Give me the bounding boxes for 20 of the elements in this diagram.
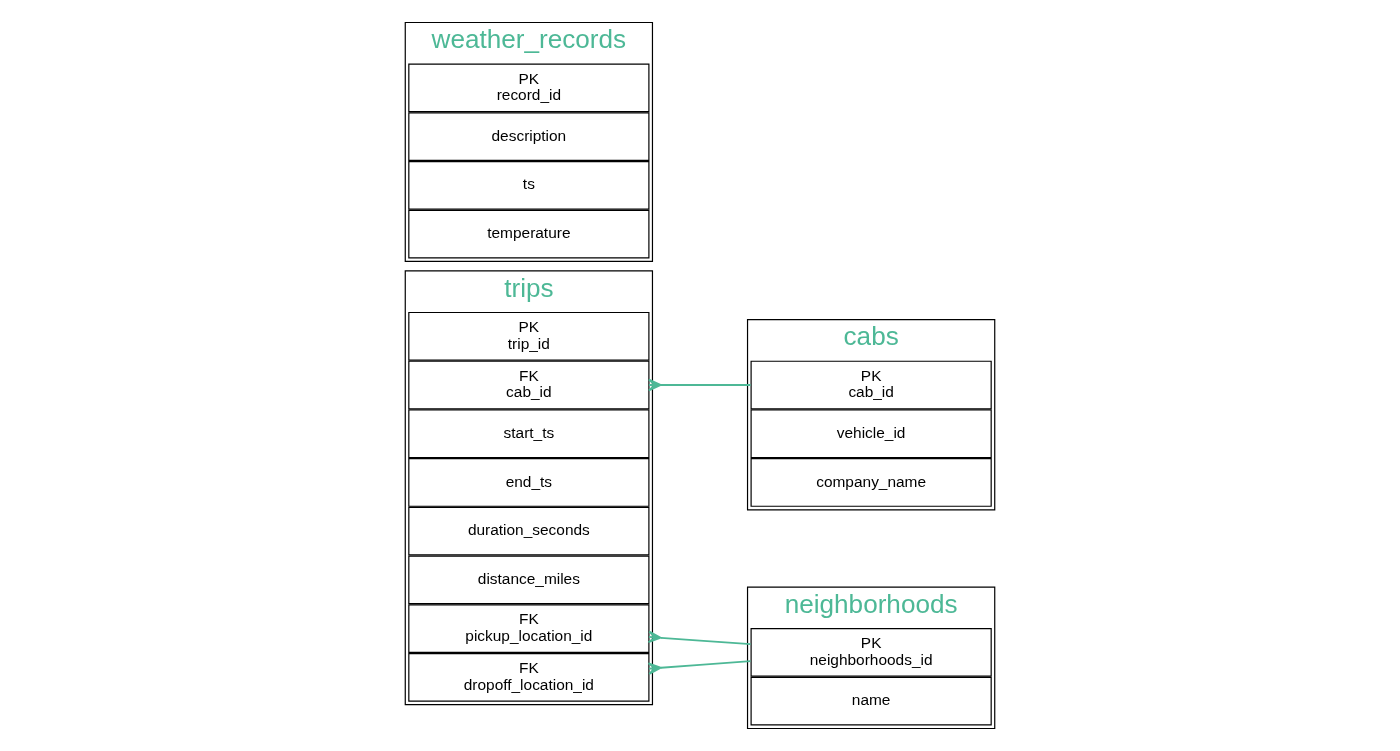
- node-box: description: [408, 112, 650, 161]
- node-box: vehicle_id: [750, 409, 992, 459]
- node-box: PK neighborhoods_id: [750, 628, 992, 677]
- node-box: distance_miles: [408, 555, 650, 605]
- node-box: company_name: [750, 458, 992, 507]
- node-box: temperature: [408, 209, 650, 259]
- node-box: ts: [408, 161, 650, 210]
- node-box: PK record_id: [408, 63, 650, 113]
- node-box: end_ts: [408, 458, 650, 507]
- node-box: PK trip_id: [408, 311, 650, 361]
- node-box: start_ts: [408, 409, 650, 459]
- connector: [648, 378, 752, 392]
- node-box: FK pickup_location_id: [408, 604, 650, 653]
- node-box: FK cab_id: [408, 360, 650, 410]
- node-box: FK dropoff_location_id: [408, 653, 650, 702]
- node-box: duration_seconds: [408, 506, 650, 556]
- node-box: PK cab_id: [750, 360, 992, 410]
- connector: [647, 660, 752, 675]
- node-box: name: [750, 676, 992, 726]
- connector: [647, 630, 752, 645]
